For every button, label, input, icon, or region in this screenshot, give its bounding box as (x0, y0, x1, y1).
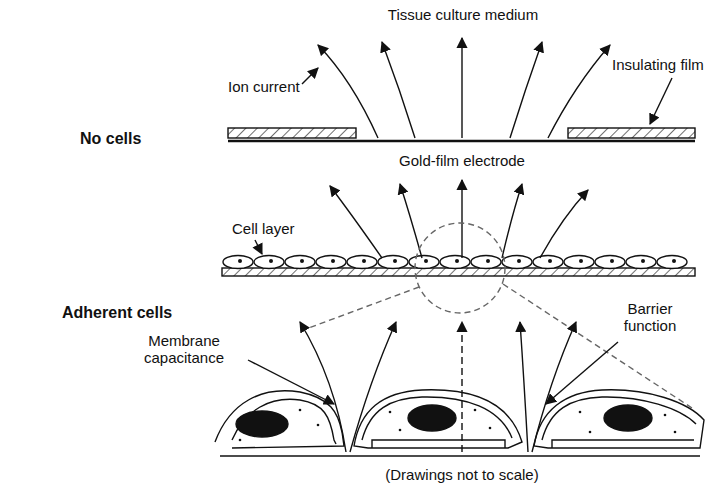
section-label: No cells (80, 130, 141, 148)
arrow-label: Ion current (228, 78, 300, 95)
ion-current-arrows (330, 180, 588, 258)
cell-nucleus (238, 259, 242, 263)
cell-nucleus (269, 259, 273, 263)
cell (223, 256, 253, 269)
leader-line (302, 68, 318, 84)
cell-nucleus (548, 259, 552, 263)
cell-nucleus (300, 259, 304, 263)
cell-nucleus (672, 259, 676, 263)
cytoplasm-dots (239, 409, 677, 442)
cell-nucleus (331, 259, 335, 263)
section-label: Adherent cells (62, 304, 172, 322)
cell-nucleus (424, 259, 428, 263)
cell-layer (223, 256, 687, 269)
cell (354, 390, 522, 448)
part-label: Membrane capacitance (128, 332, 240, 367)
zoom-line (298, 287, 419, 332)
cell (626, 256, 656, 269)
insulating-film (228, 128, 356, 138)
zoom-circle (415, 223, 505, 313)
part-label: Insulating film (612, 56, 704, 73)
cell-nucleus (486, 259, 490, 263)
zoom-line (503, 284, 692, 408)
cell (502, 256, 532, 269)
cell (440, 256, 470, 269)
cell (285, 256, 315, 269)
note-label: (Drawings not to scale) (385, 466, 538, 483)
part-label: Gold-film electrode (399, 152, 525, 169)
ion-current-arrows (300, 322, 576, 452)
cell (409, 256, 439, 269)
cell (564, 256, 594, 269)
cell-nucleus (362, 259, 366, 263)
part-label: Barrier function (608, 300, 692, 335)
cell-nucleus (579, 259, 583, 263)
part-label: Cell layer (232, 220, 295, 237)
cell (533, 256, 563, 269)
leader-line (248, 360, 334, 404)
medium-label: Tissue culture medium (388, 6, 538, 23)
cell-nucleus (517, 259, 521, 263)
gold-electrode (228, 140, 695, 143)
cell-nucleus (455, 259, 459, 263)
cell-nucleus (610, 259, 614, 263)
insulating-film (568, 128, 695, 138)
cell-nucleus (641, 259, 645, 263)
substrate (220, 455, 700, 457)
cell (657, 256, 687, 269)
leader-line (255, 240, 262, 254)
leader-line (546, 342, 618, 404)
cell-nucleus (393, 259, 397, 263)
cell (378, 256, 408, 269)
cell (316, 256, 346, 269)
cell (347, 256, 377, 269)
cell (471, 256, 501, 269)
leader-line (650, 78, 672, 124)
cell (534, 390, 704, 448)
ion-current-arrows (318, 38, 610, 138)
substrate (222, 268, 695, 276)
cell (254, 256, 284, 269)
cell (595, 256, 625, 269)
